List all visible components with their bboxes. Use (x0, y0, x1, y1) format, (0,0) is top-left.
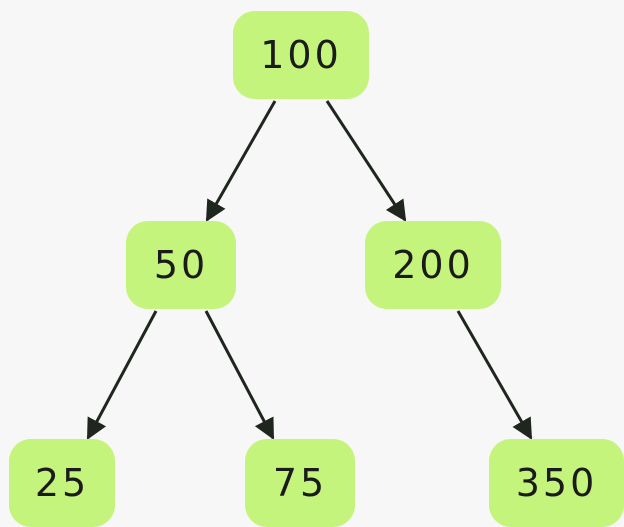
edge-100-200-arrow (325, 100, 407, 222)
edge-100-50-arrow (205, 100, 277, 222)
edge-50-75-arrow (204, 310, 275, 440)
node-350: 350 (489, 439, 624, 527)
node-100: 100 (233, 11, 369, 99)
node-50: 50 (126, 221, 236, 309)
edge-50-25-arrow (86, 310, 158, 440)
edge-200-350-arrow (456, 310, 533, 440)
node-25: 25 (9, 439, 115, 527)
node-200: 200 (365, 221, 501, 309)
node-75: 75 (245, 439, 355, 527)
